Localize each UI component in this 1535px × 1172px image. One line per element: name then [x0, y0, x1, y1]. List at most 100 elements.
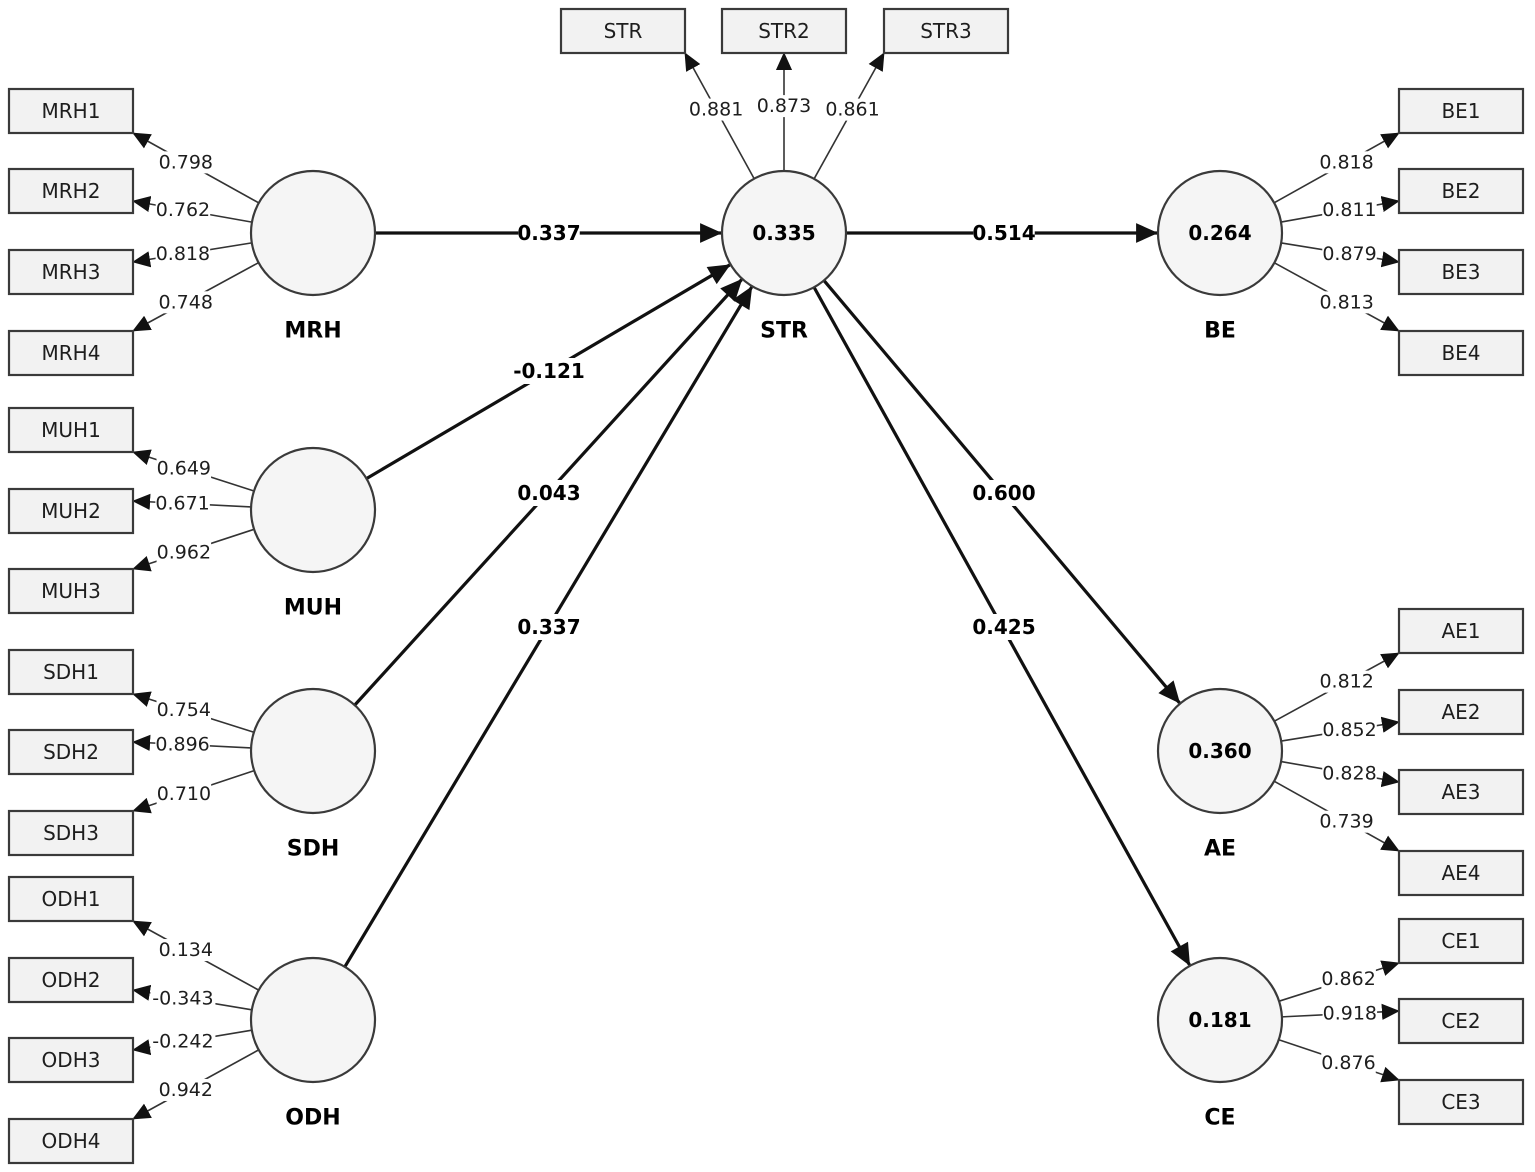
- construct-circle: [249, 956, 377, 1084]
- path-coefficient-background: [512, 358, 586, 384]
- loading-value-background: [1319, 810, 1374, 833]
- indicator-box-ae4: AE4: [1397, 849, 1525, 897]
- loading-value-background: [158, 1078, 214, 1101]
- indicator-box-frame: [7, 487, 135, 535]
- loading-label-muh3: 0.962: [156, 541, 212, 564]
- loading-value-background: [150, 987, 216, 1010]
- indicator-box-odh1: ODH1: [7, 875, 135, 923]
- indicator-box-be3: BE3: [1397, 248, 1525, 296]
- loading-value-background: [1319, 291, 1374, 314]
- indicator-box-muh1: MUH1: [7, 406, 135, 454]
- construct-circle: [1156, 956, 1284, 1084]
- path-coefficient: 0.043: [517, 481, 580, 505]
- loading-value-background: [150, 1030, 216, 1053]
- loading-value: 0.876: [1321, 1052, 1375, 1074]
- path-label-sdh-str: 0.043: [517, 480, 581, 506]
- indicator-label: CE1: [1441, 929, 1480, 953]
- loading-label-odh3: -0.242: [150, 1030, 216, 1053]
- indicator-box-frame: [7, 1036, 135, 1084]
- indicator-box-ae3: AE3: [1397, 768, 1525, 816]
- loading-label-ae4: 0.739: [1319, 810, 1374, 833]
- indicator-box-frame: [7, 648, 135, 696]
- indicator-label: AE4: [1441, 861, 1480, 885]
- loading-value-background: [1322, 242, 1377, 265]
- path-coefficient-background: [518, 220, 580, 246]
- loading-label-mrh3: 0.818: [155, 242, 211, 265]
- loading-label-sdh1: 0.754: [156, 699, 212, 722]
- path-label-odh-str: 0.337: [517, 614, 581, 640]
- loading-value-background: [688, 98, 744, 121]
- path-coefficient-background: [973, 614, 1035, 640]
- indicator-box-frame: [7, 87, 135, 135]
- indicator-label: STR3: [920, 19, 972, 43]
- indicator-box-frame: [1397, 87, 1525, 135]
- indicator-label: MUH2: [41, 499, 101, 523]
- indicator-label: ODH4: [42, 1129, 101, 1153]
- indicator-box-frame: [7, 167, 135, 215]
- loading-value: 0.649: [157, 457, 211, 479]
- loading-label-ce1: 0.862: [1321, 968, 1376, 991]
- loading-value-background: [156, 783, 212, 806]
- construct-mrh: MRH: [249, 169, 377, 344]
- indicator-label: BE3: [1441, 260, 1480, 284]
- construct-name: CE: [1204, 1106, 1235, 1131]
- path-label-mrh-str: 0.337: [517, 220, 581, 246]
- loading-value: 0.942: [159, 1079, 213, 1101]
- indicator-label: MRH3: [42, 260, 101, 284]
- indicator-label: BE4: [1441, 341, 1480, 365]
- loading-value: 0.748: [159, 291, 213, 313]
- path-coefficient-background: [518, 480, 580, 506]
- loading-value: 0.873: [757, 95, 811, 117]
- path-coefficient: 0.600: [972, 481, 1035, 505]
- construct-circle: [249, 446, 377, 574]
- loading-value-background: [155, 198, 211, 221]
- loading-label-odh4: 0.942: [158, 1078, 214, 1101]
- construct-circle: [249, 687, 377, 815]
- indicator-box-frame: [7, 248, 135, 296]
- indicator-label: SDH3: [43, 821, 99, 845]
- loading-value-background: [1321, 968, 1376, 991]
- indicator-box-str2: STR2: [720, 7, 848, 55]
- construct-name: AE: [1204, 837, 1236, 862]
- loading-value: 0.798: [159, 151, 213, 173]
- indicator-box-frame: [1397, 917, 1525, 965]
- indicator-box-frame: [1397, 768, 1525, 816]
- indicator-box-muh3: MUH3: [7, 567, 135, 615]
- loading-value: 0.671: [155, 492, 209, 514]
- path-coefficient-background: [518, 614, 580, 640]
- loading-value: 0.739: [1319, 811, 1373, 833]
- loading-value-background: [158, 151, 214, 174]
- indicator-label: CE3: [1441, 1090, 1480, 1114]
- indicator-box-frame: [7, 728, 135, 776]
- construct-circle: [1156, 687, 1284, 815]
- loading-value: 0.710: [157, 783, 211, 805]
- loading-value-background: [158, 939, 214, 962]
- loading-label-ae3: 0.828: [1322, 762, 1377, 785]
- construct-name: STR: [760, 319, 808, 344]
- loading-value: -0.242: [152, 1031, 213, 1053]
- indicator-box-frame: [720, 7, 848, 55]
- loading-value-background: [156, 457, 212, 480]
- indicator-box-frame: [1397, 688, 1525, 736]
- loading-label-ce2: 0.918: [1322, 1002, 1378, 1025]
- indicator-box-odh4: ODH4: [7, 1117, 135, 1165]
- loading-label-be4: 0.813: [1319, 291, 1374, 314]
- indicator-box-mrh1: MRH1: [7, 87, 135, 135]
- loading-label-str1: 0.881: [688, 98, 744, 121]
- loading-label-ae1: 0.812: [1319, 670, 1374, 693]
- construct-muh: MUH: [249, 446, 377, 621]
- loading-label-ce3: 0.876: [1321, 1052, 1376, 1075]
- indicator-box-ae2: AE2: [1397, 688, 1525, 736]
- loading-value-background: [156, 699, 212, 722]
- loading-value-background: [155, 242, 211, 265]
- loading-label-str3: 0.861: [825, 98, 880, 121]
- indicator-box-be4: BE4: [1397, 329, 1525, 377]
- indicator-label: AE3: [1441, 780, 1480, 804]
- construct-name: MRH: [284, 319, 341, 344]
- loading-value-background: [1322, 1002, 1378, 1025]
- loading-value-background: [1319, 670, 1374, 693]
- loading-label-be3: 0.879: [1322, 242, 1377, 265]
